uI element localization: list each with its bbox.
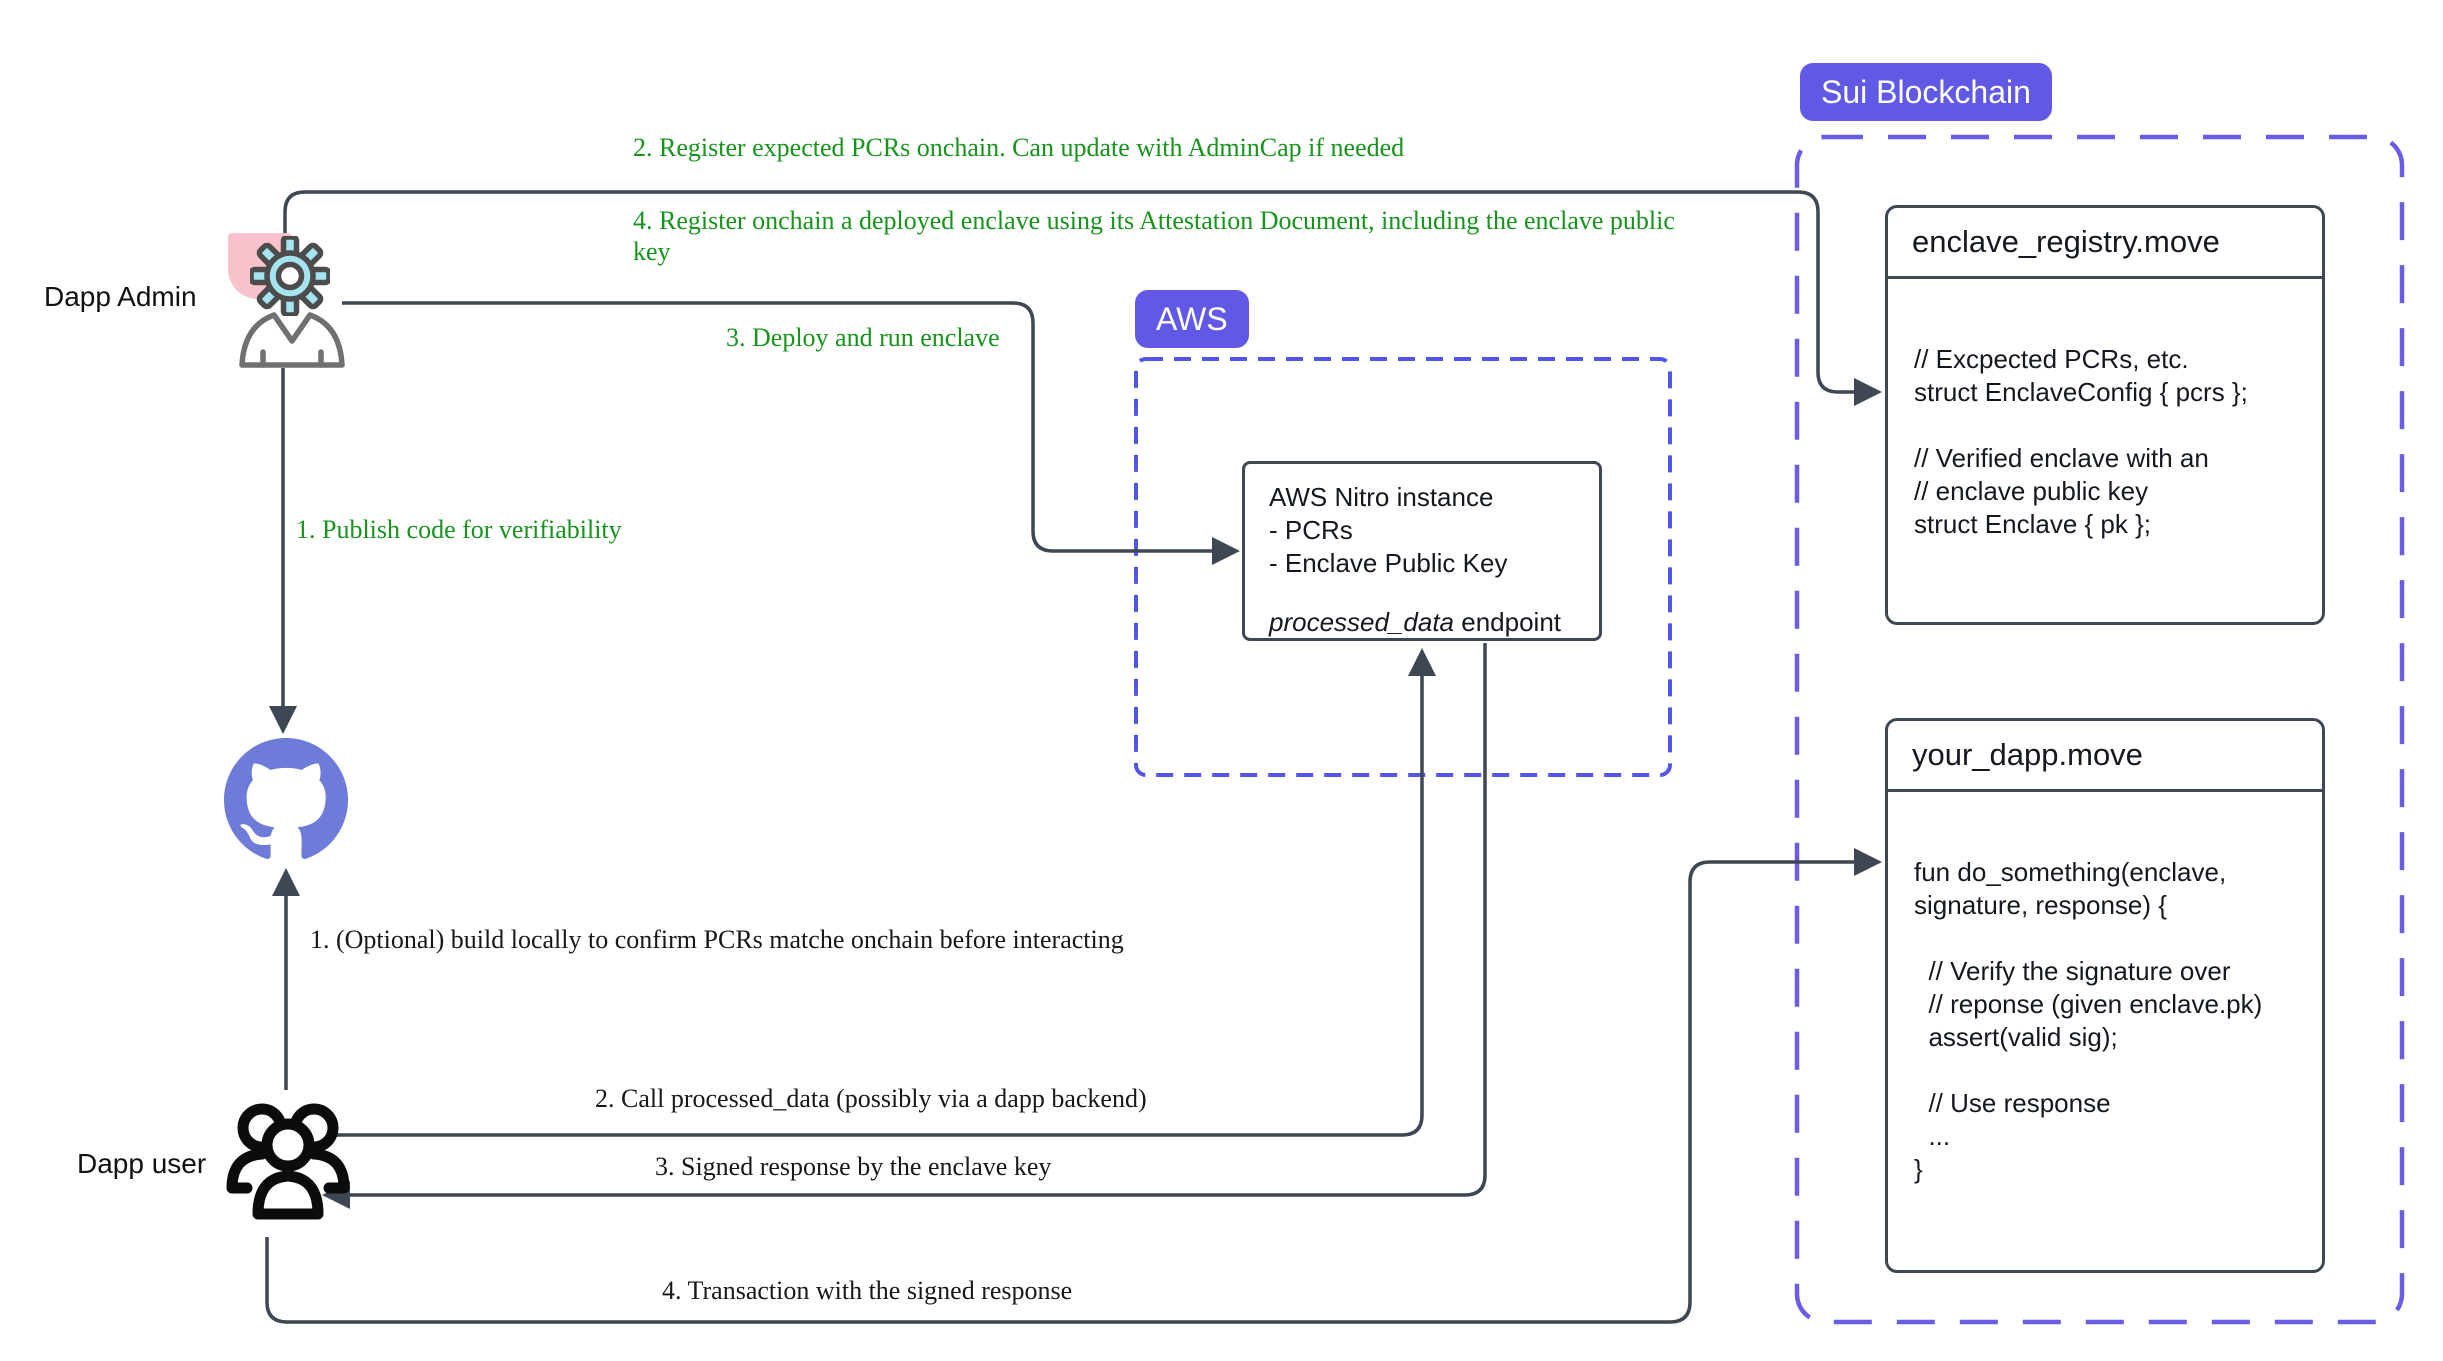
admin-person-icon	[239, 312, 345, 368]
endpoint-suffix: endpoint	[1454, 607, 1562, 637]
endpoint-name: processed_data	[1269, 607, 1455, 637]
your-dapp-box: your_dapp.move fun do_something(enclave,…	[1885, 718, 2325, 1273]
nitro-box-items: - PCRs - Enclave Public Key	[1269, 515, 1508, 578]
arrow-enclave-signed-response	[350, 643, 1487, 1197]
sui-blockchain-badge: Sui Blockchain	[1800, 63, 2052, 121]
arrowhead	[1212, 537, 1240, 565]
arrow-user-transaction	[265, 860, 1856, 1324]
your-dapp-title: your_dapp.move	[1888, 721, 2322, 792]
arrowhead	[269, 706, 297, 734]
arrowhead	[272, 868, 300, 896]
enclave-registry-code: // Excpected PCRs, etc. struct EnclaveCo…	[1914, 344, 2248, 539]
enclave-registry-box: enclave_registry.move // Excpected PCRs,…	[1885, 205, 2325, 625]
arrowhead	[1408, 648, 1436, 676]
user-step2-label: 2. Call processed_data (possibly via a d…	[595, 1084, 1147, 1113]
github-icon	[224, 738, 348, 859]
aws-badge: AWS	[1135, 290, 1249, 348]
sui-blockchain-dashed-container	[1794, 134, 2405, 1325]
user-step3-label: 3. Signed response by the enclave key	[655, 1152, 1052, 1181]
aws-nitro-instance-box: AWS Nitro instance - PCRs - Enclave Publ…	[1242, 461, 1602, 641]
admin-step3-label: 3. Deploy and run enclave	[726, 323, 1000, 352]
admin-step2-label: 2. Register expected PCRs onchain. Can u…	[633, 133, 1405, 162]
dapp-user-label: Dapp user	[77, 1148, 207, 1179]
gear-icon	[250, 236, 330, 316]
enclave-registry-title: enclave_registry.move	[1888, 208, 2322, 279]
user-group-icon	[226, 1103, 350, 1220]
user-step1-label: 1. (Optional) build locally to confirm P…	[310, 925, 1124, 954]
user-step4-label: 4. Transaction with the signed response	[662, 1276, 1073, 1305]
your-dapp-code: fun do_something(enclave, signature, res…	[1914, 857, 2263, 1184]
arrow-admin-register-pcrs	[283, 190, 1858, 394]
arrow-admin-deploy-enclave	[342, 301, 1214, 553]
admin-step4-label: 4. Register onchain a deployed enclave u…	[633, 206, 1675, 266]
arrowhead	[1854, 378, 1882, 406]
arrow-user-call-processed-data	[324, 676, 1424, 1137]
aws-dashed-container	[1134, 357, 1672, 777]
admin-step1-label: 1. Publish code for verifiability	[296, 515, 622, 544]
nitro-box-title: AWS Nitro instance	[1269, 482, 1494, 512]
dapp-admin-label: Dapp Admin	[44, 281, 197, 312]
nitro-endpoint-line: processed_data endpoint	[1269, 606, 1579, 639]
arrowhead	[1854, 848, 1882, 876]
